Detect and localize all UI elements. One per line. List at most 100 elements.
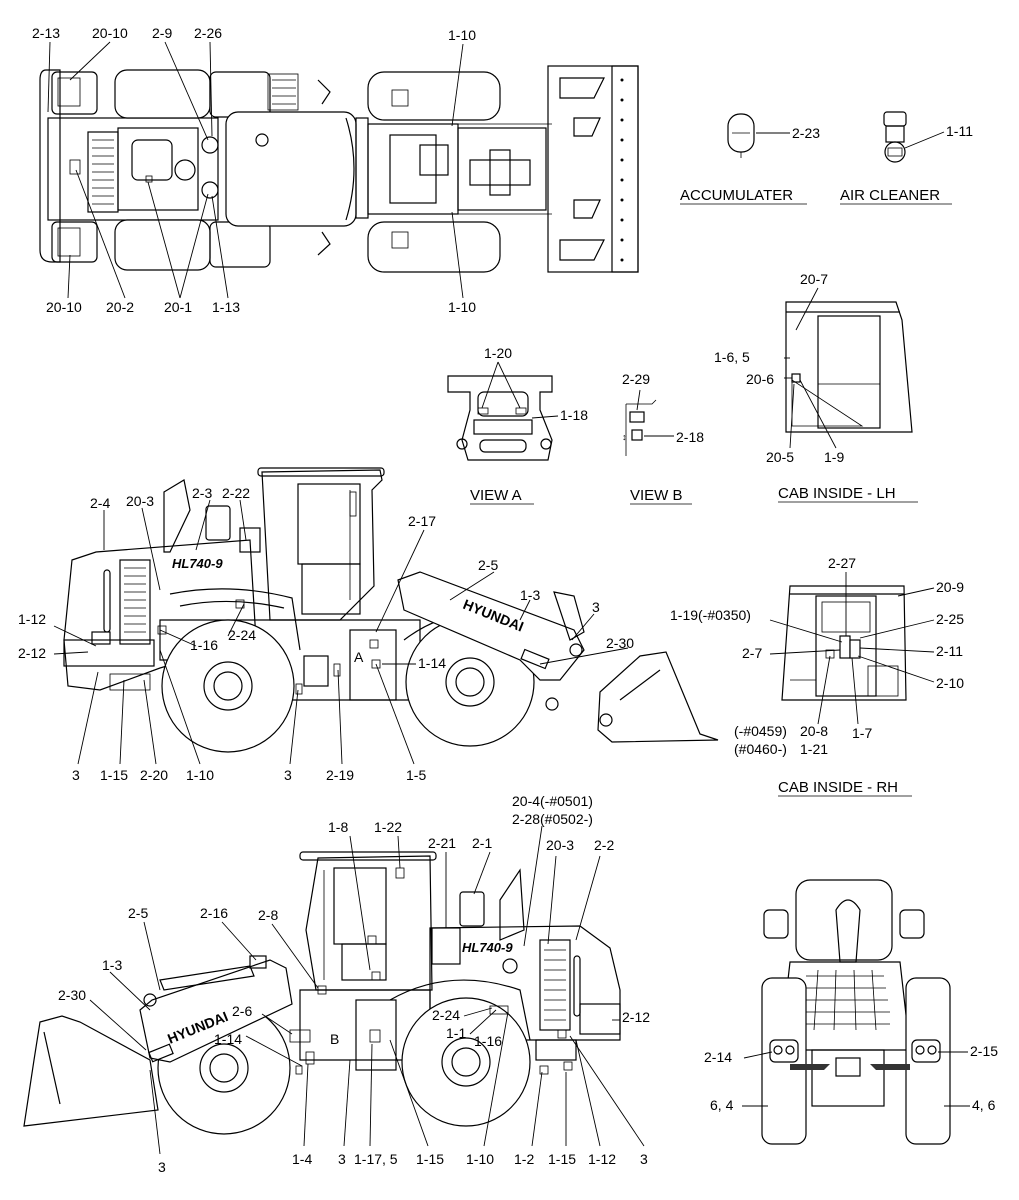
label-1-19: 1-19(-#0350) [670, 607, 751, 623]
label-3: 3 [338, 1151, 346, 1167]
label-2-27: 2-27 [828, 555, 856, 571]
label-1-7: 1-7 [852, 725, 872, 741]
label-2-6: 2-6 [232, 1003, 252, 1019]
label-2-16: 2-16 [200, 905, 228, 921]
label-2-28: 2-28(#0502-) [512, 811, 593, 827]
label-1-18: 1-18 [560, 407, 588, 423]
label-A: A [354, 649, 364, 665]
label-1-17-5: 1-17, 5 [354, 1151, 398, 1167]
cab-inside-rh-view: 2-27 20-9 1-19(-#0350) 2-25 2-7 2-11 2-1… [670, 555, 964, 797]
label-2-7: 2-7 [742, 645, 762, 661]
label-2-24: 2-24 [228, 627, 256, 643]
label-2-5: 2-5 [478, 557, 498, 573]
label-2-19: 2-19 [326, 767, 354, 783]
label-1-9: 1-9 [824, 449, 844, 465]
top-view: 2-13 20-10 2-9 2-26 1-10 20-10 20-2 20-1… [32, 25, 639, 315]
label-2-11: 2-11 [936, 643, 963, 659]
label-2-18: 2-18 [676, 429, 704, 445]
view-a-title: VIEW A [470, 487, 522, 504]
label-20-7: 20-7 [800, 271, 828, 287]
label-2-9: 2-9 [152, 25, 172, 41]
view-a: 1-20 1-18 VIEW A [447, 345, 588, 505]
cab-inside-lh-view: 20-7 1-6, 5 20-6 20-5 1-9 CAB INSIDE - L… [714, 271, 918, 503]
label-2-21: 2-21 [428, 835, 456, 851]
label-2-20: 2-20 [140, 767, 168, 783]
label-2-23: 2-23 [792, 125, 820, 141]
label-1-3: 1-3 [520, 587, 540, 603]
label-2-2: 2-2 [594, 837, 614, 853]
label-1-10: 1-10 [448, 27, 476, 43]
label-1-4: 1-4 [292, 1151, 312, 1167]
label-20-6: 20-6 [746, 371, 774, 387]
label-1-21: 1-21 [800, 741, 828, 757]
label-2-14: 2-14 [704, 1049, 732, 1065]
arrow-icon: ↕ [622, 432, 627, 442]
view-b-title: VIEW B [630, 487, 683, 504]
label-3: 3 [72, 767, 80, 783]
label-20-3: 20-3 [546, 837, 574, 853]
label-20-8: 20-8 [800, 723, 828, 739]
label-2-17: 2-17 [408, 513, 436, 529]
label-20-9: 20-9 [936, 579, 964, 595]
view-b: ↕ 2-29 2-18 VIEW B [622, 371, 704, 505]
label-3: 3 [640, 1151, 648, 1167]
label-2-30: 2-30 [606, 635, 634, 651]
label-1-11: 1-11 [946, 123, 973, 139]
label-6-4: 6, 4 [710, 1097, 734, 1113]
label-1-2: 1-2 [514, 1151, 534, 1167]
label-2-24: 2-24 [432, 1007, 460, 1023]
label-1-10: 1-10 [448, 299, 476, 315]
label-2-29: 2-29 [622, 371, 650, 387]
label-1-16: 1-16 [474, 1033, 502, 1049]
label-3: 3 [158, 1159, 166, 1175]
label-20-4: 20-4(-#0501) [512, 793, 593, 809]
air-cleaner-title: AIR CLEANER [840, 187, 940, 204]
cab-rh-title: CAB INSIDE - RH [778, 779, 898, 796]
label-1-8: 1-8 [328, 819, 348, 835]
label-1-15: 1-15 [100, 767, 128, 783]
model-decal-left: HL740-9 [172, 556, 223, 571]
label-4-6: 4, 6 [972, 1097, 996, 1113]
accumulator-view: 2-23 ACCUMULATER [680, 113, 820, 205]
model-decal-right: HL740-9 [462, 940, 513, 955]
label-1-14: 1-14 [214, 1031, 242, 1047]
label-B: B [330, 1031, 339, 1047]
label-1-10: 1-10 [466, 1151, 494, 1167]
label-1-22: 1-22 [374, 819, 402, 835]
rear-view: 2-14 2-15 6, 4 4, 6 [704, 879, 998, 1145]
label-3: 3 [592, 599, 600, 615]
label-1-14: 1-14 [418, 655, 446, 671]
label-20-10: 20-10 [46, 299, 82, 315]
label-1-12: 1-12 [18, 611, 46, 627]
label-2-30: 2-30 [58, 987, 86, 1003]
accumulator-title: ACCUMULATER [680, 187, 793, 204]
label-2-26: 2-26 [194, 25, 222, 41]
label-2-25: 2-25 [936, 611, 964, 627]
side-view-right: HL740-9 HYUNDAI [23, 793, 650, 1175]
label-2-13: 2-13 [32, 25, 60, 41]
label-2-12: 2-12 [622, 1009, 650, 1025]
air-cleaner-view: 1-11 AIR CLEANER [840, 111, 973, 205]
label-1-15: 1-15 [416, 1151, 444, 1167]
label-2-3: 2-3 [192, 485, 212, 501]
label-20-5: 20-5 [766, 449, 794, 465]
label-2-1: 2-1 [472, 835, 492, 851]
label-2-12: 2-12 [18, 645, 46, 661]
label-2-8: 2-8 [258, 907, 278, 923]
label-20-2: 20-2 [106, 299, 134, 315]
label-3: 3 [284, 767, 292, 783]
side-view-left: HL740-9 HYUNDAI [18, 467, 719, 783]
label-20-1: 20-1 [164, 299, 192, 315]
label-1-12: 1-12 [588, 1151, 616, 1167]
label-1-13: 1-13 [212, 299, 240, 315]
label-1-15: 1-15 [548, 1151, 576, 1167]
cab-lh-title: CAB INSIDE - LH [778, 485, 896, 502]
label-2-4: 2-4 [90, 495, 110, 511]
label-1-10: 1-10 [186, 767, 214, 783]
label-20-10: 20-10 [92, 25, 128, 41]
label-20-3: 20-3 [126, 493, 154, 509]
label-1-16: 1-16 [190, 637, 218, 653]
label-serial-0460: (#0460-) [734, 741, 787, 757]
label-1-5: 1-5 [406, 767, 426, 783]
